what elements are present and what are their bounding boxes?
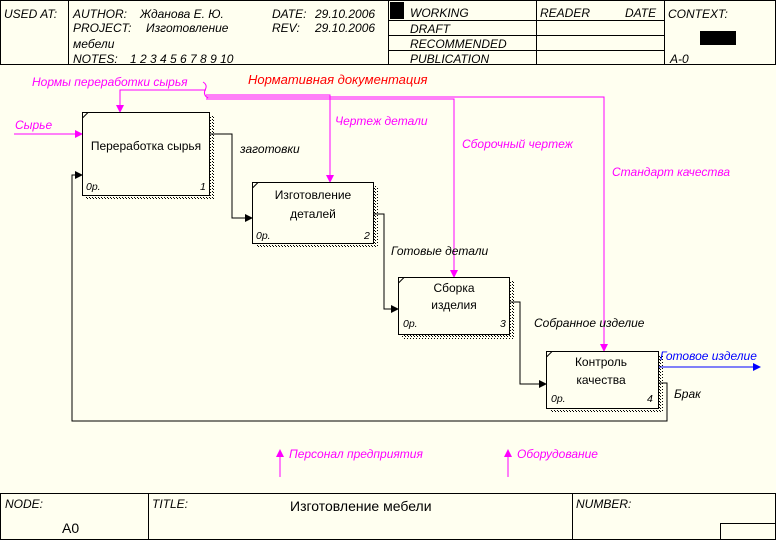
arrow-assembly-drawing xyxy=(206,98,458,278)
box-title-line1: Контроль xyxy=(575,355,627,369)
author-label: AUTHOR: xyxy=(72,7,127,21)
title-value: Изготовление мебели xyxy=(290,498,432,514)
activity-box-1[interactable]: Переработка сырья 0р. 1 xyxy=(82,112,215,201)
box-cost: 0р. xyxy=(256,230,271,242)
rev-label: REV: xyxy=(272,21,300,35)
label-finished-product: Готовое изделие xyxy=(660,349,757,363)
used-at-label: USED AT: xyxy=(4,7,57,21)
notes-label: NOTES: xyxy=(73,52,118,66)
arrow-quality-standard xyxy=(206,96,608,352)
number-label: NUMBER: xyxy=(576,497,631,511)
author-value: Жданова Е. Ю. xyxy=(139,7,224,21)
project-label: PROJECT: xyxy=(73,21,131,35)
label-blanks: заготовки xyxy=(239,142,300,156)
activity-box-4[interactable]: Контроль качества 0р. 4 xyxy=(546,351,664,414)
box-title-line1: Изготовление xyxy=(275,188,352,202)
arrow-raw-norms xyxy=(116,89,206,113)
box-title-line2: качества xyxy=(576,373,626,387)
status-working-marker xyxy=(390,2,404,19)
date-value: 29.10.2006 xyxy=(314,7,375,21)
reader-date-label: DATE xyxy=(625,6,657,20)
context-thumbnail xyxy=(700,31,736,45)
node-value: A0 xyxy=(62,520,79,536)
label-assembled-product: Собранное изделие xyxy=(534,316,645,330)
box-cost: 0р. xyxy=(403,318,418,330)
label-personnel: Персонал предприятия xyxy=(289,447,423,461)
status-recommended: RECOMMENDED xyxy=(410,37,507,51)
status-publication: PUBLICATION xyxy=(410,52,489,66)
flow-arrows xyxy=(71,133,668,422)
activity-box-2[interactable]: Изготовление деталей 0р. 2 xyxy=(252,182,379,249)
date-label: DATE: xyxy=(272,7,306,21)
label-detail-drawing: Чертеж детали xyxy=(335,114,428,128)
label-raw-norms: Нормы переработки сырья xyxy=(32,75,188,89)
label-assembly-drawing: Сборочный чертеж xyxy=(462,137,574,151)
label-finished-parts: Готовые детали xyxy=(391,244,489,258)
reader-label: READER xyxy=(540,6,590,20)
arrow-blanks xyxy=(210,133,253,222)
box-title-line2: деталей xyxy=(290,207,336,221)
arrow-finished-parts xyxy=(374,213,399,313)
box-number: 2 xyxy=(363,230,370,242)
status-draft: DRAFT xyxy=(410,22,452,36)
notes-value: 1 2 3 4 5 6 7 8 9 10 xyxy=(130,52,234,66)
context-label: CONTEXT: xyxy=(668,7,728,21)
rev-value: 29.10.2006 xyxy=(314,21,375,35)
label-quality-standard: Стандарт качества xyxy=(612,165,730,179)
label-defect: Брак xyxy=(674,387,702,401)
arrow-assembled-product xyxy=(510,301,547,388)
normative-docs-tunnel xyxy=(202,81,209,99)
context-node: A-0 xyxy=(669,52,689,66)
box-number: 4 xyxy=(647,393,653,405)
label-raw-input: Сырье xyxy=(15,118,52,132)
box-cost: 0р. xyxy=(551,393,566,405)
label-equipment: Оборудование xyxy=(517,447,598,461)
box-cost: 0р. xyxy=(86,181,101,193)
box-number: 1 xyxy=(200,181,206,193)
node-label: NODE: xyxy=(5,497,43,511)
project-value-line2: мебели xyxy=(73,37,115,51)
project-value: Изготовление xyxy=(146,21,229,35)
arrow-detail-drawing xyxy=(206,94,334,183)
activity-box-3[interactable]: Сборка изделия 0р. 3 xyxy=(398,277,515,340)
label-normative-docs: Нормативная документация xyxy=(248,72,428,87)
box-title-line2: изделия xyxy=(431,298,476,312)
box-number: 3 xyxy=(500,318,506,330)
arrow-defect-feedback xyxy=(71,171,668,422)
box-title-line1: Сборка xyxy=(433,281,474,295)
box-title: Переработка сырья xyxy=(91,139,201,153)
title-label: TITLE: xyxy=(152,497,188,511)
status-working: WORKING xyxy=(410,6,469,20)
control-arrows xyxy=(14,81,608,477)
